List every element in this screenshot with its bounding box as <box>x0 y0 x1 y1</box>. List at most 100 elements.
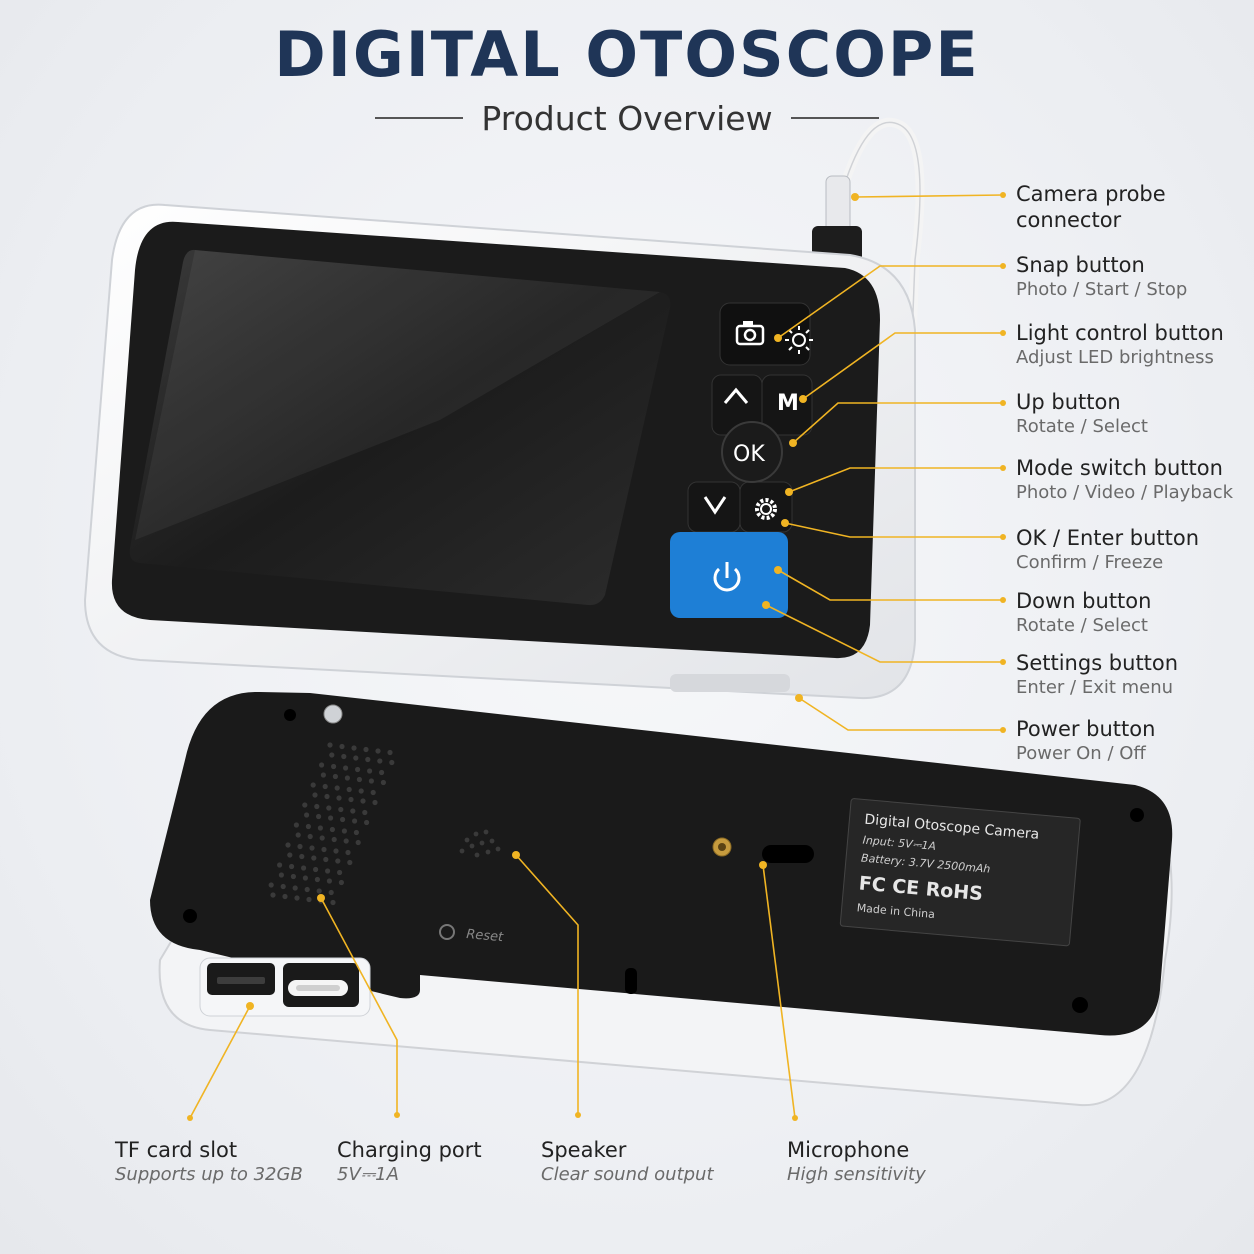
speaker-hole <box>326 805 332 811</box>
speaker-hole <box>380 779 386 786</box>
speaker-hole <box>339 743 345 750</box>
speaker-hole <box>341 828 347 834</box>
speaker-hole <box>322 783 328 790</box>
chevron-up-icon <box>723 387 749 404</box>
callout-title: Power button <box>1016 717 1156 741</box>
callout-lines-right <box>765 194 1004 731</box>
label-line-2: Input: 5V⎓1A <box>862 834 936 853</box>
speaker-hole <box>277 862 283 868</box>
speaker-hole <box>330 899 336 906</box>
speaker-hole <box>326 878 332 884</box>
speaker-hole <box>325 868 331 874</box>
callout-title: Charging port <box>337 1138 482 1162</box>
speaker-hole <box>350 808 356 814</box>
speaker-hole <box>367 768 373 774</box>
callout-title: Down button <box>1016 589 1152 613</box>
speaker-hole <box>319 762 325 768</box>
down-button <box>687 481 741 533</box>
speaker-hole <box>293 822 299 828</box>
power-icon <box>713 562 741 592</box>
speaker-hole <box>309 845 315 851</box>
callout-subtitle: Supports up to 32GB <box>115 1164 303 1185</box>
speaker-hole <box>345 849 351 856</box>
speaker-hole <box>370 789 376 796</box>
speaker-hole <box>344 775 350 781</box>
speaker-hole <box>336 795 342 801</box>
speaker-hole <box>329 752 335 758</box>
callout-dots-right <box>762 192 1006 733</box>
speaker-hole <box>302 875 308 881</box>
callout-settings-button: Settings button Enter / Exit menu <box>1016 650 1178 700</box>
speaker-hole <box>387 749 393 756</box>
speaker-hole <box>348 796 354 803</box>
callout-speaker: Speaker Clear sound output <box>541 1137 714 1187</box>
speaker-hole <box>282 893 288 900</box>
speaker-hole <box>372 799 378 806</box>
speaker-hole <box>379 769 385 776</box>
speaker-hole <box>307 833 313 840</box>
speaker-hole <box>299 853 305 860</box>
speaker-hole <box>351 745 357 751</box>
callout-title: TF card slot <box>115 1138 238 1162</box>
speaker-hole <box>289 863 295 870</box>
speaker-hole <box>329 826 335 833</box>
speaker-hole <box>290 873 296 880</box>
speaker-hole <box>343 765 349 771</box>
callout-title: Snap button <box>1016 253 1145 277</box>
speaker-hole <box>337 869 343 876</box>
screen <box>129 249 671 606</box>
callout-title: Speaker <box>541 1138 627 1162</box>
callout-up-button: Up button Rotate / Select <box>1016 389 1148 439</box>
speaker-hole <box>328 889 334 896</box>
speaker-hole <box>343 838 349 844</box>
speaker-hole <box>302 802 308 808</box>
callout-title: Camera probe connector <box>1016 182 1166 232</box>
probe-connector <box>825 175 851 233</box>
callout-subtitle: Adjust LED brightness <box>1016 347 1214 368</box>
snap-button <box>719 302 811 366</box>
page-subtitle: Product Overview <box>481 98 773 138</box>
speaker-hole <box>314 876 320 883</box>
speaker-hole <box>287 852 293 858</box>
mode-label: M <box>777 391 799 416</box>
speaker-hole <box>327 742 333 748</box>
speaker-hole <box>304 886 310 893</box>
speaker-hole <box>324 793 330 800</box>
page-title: DIGITAL OTOSCOPE <box>274 18 980 91</box>
speaker-hole <box>346 786 352 793</box>
speaker-hole <box>365 756 371 763</box>
callout-mode-switch-button: Mode switch button Photo / Video / Playb… <box>1016 455 1233 505</box>
callout-charging-port: Charging port 5V⎓1A <box>337 1137 482 1187</box>
speaker-hole <box>297 843 303 850</box>
callout-dots-bottom <box>187 851 798 1121</box>
speaker-hole <box>314 803 320 810</box>
callout-tf-card-slot: TF card slot Supports up to 32GB <box>115 1137 303 1187</box>
speaker-hole <box>321 846 327 853</box>
speaker-hole <box>353 755 359 761</box>
speaker-hole <box>389 759 395 766</box>
divider-left <box>375 117 464 119</box>
callout-light-control-button: Light control button Adjust LED brightne… <box>1016 320 1224 370</box>
ok-label: OK <box>733 442 765 467</box>
speaker-hole <box>311 855 317 861</box>
speaker-hole <box>347 859 353 866</box>
speaker-grille <box>268 742 395 906</box>
speaker-hole <box>356 776 362 783</box>
speaker-hole <box>362 809 368 816</box>
speaker-hole <box>319 835 325 841</box>
callout-camera-probe-connector: Camera probe connector <box>1016 181 1166 233</box>
speaker-hole <box>355 839 361 846</box>
back-device: Reset Digital Otoscope Camera Input: 5V⎓… <box>150 691 1173 1107</box>
speaker-hole <box>323 856 329 863</box>
callout-subtitle: Clear sound output <box>541 1164 714 1185</box>
callout-subtitle: Enter / Exit menu <box>1016 677 1174 698</box>
callout-ok-enter-button: OK / Enter button Confirm / Freeze <box>1016 525 1199 575</box>
callout-lines-bottom <box>189 854 796 1119</box>
speaker-hole <box>313 866 319 873</box>
mode-button <box>761 374 813 436</box>
speaker-hole <box>306 896 312 903</box>
speaker-hole <box>338 879 344 886</box>
chevron-down-icon <box>703 496 727 515</box>
speaker-hole <box>368 778 374 784</box>
